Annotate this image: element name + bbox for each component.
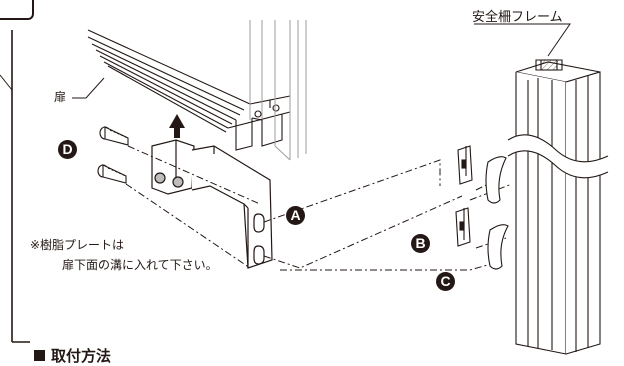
bracket <box>151 139 273 269</box>
fence-post <box>515 59 601 355</box>
resin-plates <box>455 145 473 247</box>
page-border <box>0 30 30 343</box>
lift-arrow <box>169 114 185 138</box>
callout-d: D <box>58 140 77 159</box>
step-badge <box>0 0 34 20</box>
heading-square-icon <box>34 350 45 361</box>
door-rail <box>87 29 291 151</box>
door-label: 扉 <box>54 90 67 104</box>
note-line-1: ※樹脂プレートは <box>30 238 125 252</box>
section-heading-text: 取付方法 <box>51 347 112 365</box>
callout-c: C <box>436 272 455 291</box>
post-break <box>507 134 609 179</box>
section-heading: 取付方法 <box>34 345 111 366</box>
clips <box>485 156 509 270</box>
frame-label: 安全柵フレーム <box>472 10 563 25</box>
door-leader <box>72 77 105 99</box>
note-line-2: 扉下面の溝に入れて下さい。 <box>62 258 218 272</box>
bolts <box>97 126 129 184</box>
callout-b: B <box>411 234 430 253</box>
door-frame-ghost <box>249 20 307 161</box>
callout-a: A <box>286 206 305 225</box>
frame-leader <box>474 23 571 57</box>
